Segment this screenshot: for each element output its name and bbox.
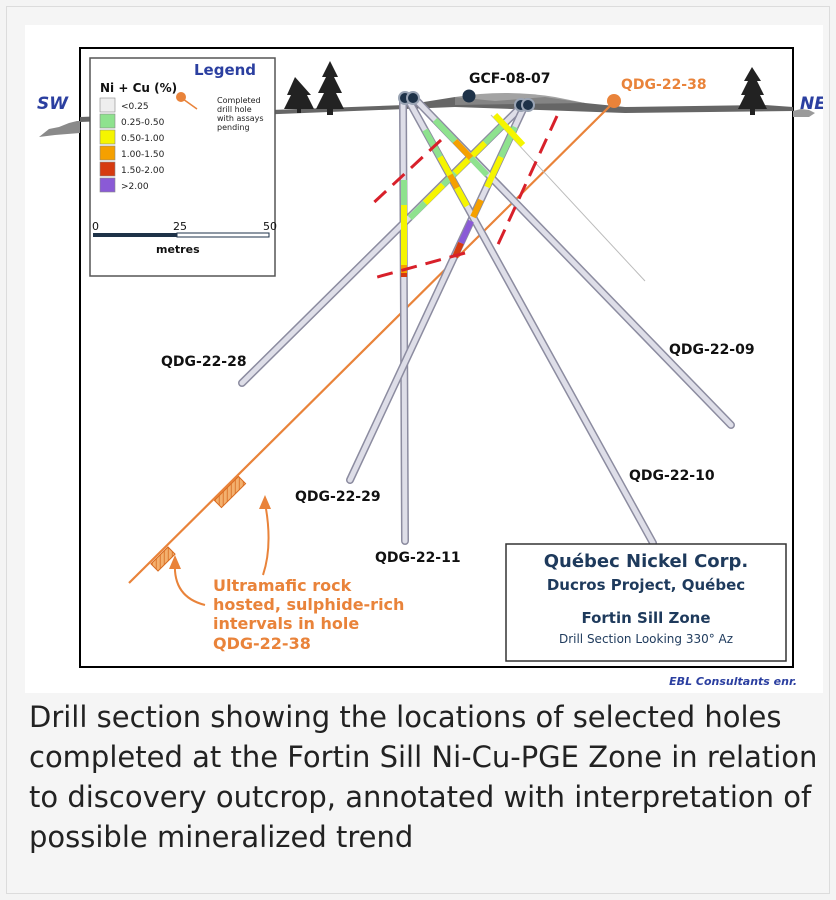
sulphide-interval-upper: [213, 475, 247, 509]
drill-section-figure: SW NE: [25, 25, 826, 693]
legend-swatch: [99, 177, 116, 193]
legend-swatch: [99, 145, 116, 161]
svg-text:Completed: Completed: [217, 96, 261, 105]
drill-section-svg: SW NE: [37, 47, 826, 688]
credit-text: EBL Consultants enr.: [669, 675, 797, 688]
drill-hole-qdg-22-11: [399, 97, 409, 545]
label-gcf-08-07: GCF-08-07: [469, 71, 550, 87]
tree-icon: [284, 77, 314, 113]
label-qdg-22-29: QDG-22-29: [295, 489, 381, 505]
legend-swatch: [99, 161, 116, 177]
svg-text:50: 50: [263, 220, 277, 233]
svg-text:drill hole: drill hole: [217, 105, 252, 114]
label-qdg-22-11: QDG-22-11: [375, 550, 461, 566]
svg-text:25: 25: [173, 220, 187, 233]
scale-bar: 0 25 50 metres: [92, 220, 277, 256]
direction-sw: SW: [37, 94, 69, 114]
collar-marker: [521, 98, 535, 112]
legend-pending-line: [182, 98, 198, 110]
sulphide-interval-lower: [150, 546, 176, 572]
annotation-text: Ultramafic rock hosted, sulphide-rich in…: [213, 576, 404, 653]
legend-title: Legend: [194, 61, 256, 79]
terrain-left-fragment: [39, 121, 80, 137]
svg-text:with assays: with assays: [217, 114, 264, 123]
tree-icon: [316, 61, 344, 115]
legend-grade-header: Ni + Cu (%): [100, 81, 177, 95]
mineralized-trend-lines: [367, 115, 559, 281]
svg-text:pending: pending: [217, 123, 250, 132]
collar-marker-pending: [607, 94, 621, 108]
title-zone: Fortin Sill Zone: [581, 609, 710, 627]
title-box: Québec Nickel Corp. Ducros Project, Québ…: [505, 543, 787, 662]
assay-intervals: [401, 112, 526, 277]
terrain-right-fragment: [793, 109, 815, 117]
legend-grade-label: 0.25-0.50: [121, 118, 165, 128]
label-qdg-22-38: QDG-22-38: [621, 77, 707, 93]
figure-card: SW NE: [6, 6, 830, 894]
legend-grade-label: <0.25: [121, 102, 149, 112]
collar-marker-gcf-08-07: [462, 89, 476, 103]
svg-text:metres: metres: [156, 243, 200, 256]
legend-swatch: [99, 97, 116, 113]
svg-text:hosted, sulphide-rich: hosted, sulphide-rich: [213, 595, 404, 614]
legend-grade-label: >2.00: [121, 182, 149, 192]
legend-grade-label: 0.50-1.00: [121, 134, 165, 144]
svg-text:Ultramafic rock: Ultramafic rock: [213, 576, 352, 595]
legend-grade-list: <0.25 0.25-0.50 0.50-1.00 1.00-1.50 1.50-2.0…: [99, 97, 165, 193]
label-qdg-22-28: QDG-22-28: [161, 354, 247, 370]
title-project: Ducros Project, Québec: [547, 576, 745, 594]
svg-text:intervals in hole: intervals in hole: [213, 614, 359, 633]
label-qdg-22-09: QDG-22-09: [669, 342, 755, 358]
arrow-head-icon: [169, 495, 271, 569]
legend-swatch: [99, 129, 116, 145]
legend-pending-text: Completed drill hole with assays pending: [217, 96, 264, 132]
collar-marker: [406, 91, 420, 105]
title-company: Québec Nickel Corp.: [544, 551, 749, 572]
figure-caption: Drill section showing the locations of s…: [29, 700, 818, 854]
ground-surface: [80, 97, 793, 122]
faint-hole-trace: [490, 114, 646, 282]
legend-swatch: [99, 113, 116, 129]
legend: Legend Ni + Cu (%) <0.25 0.25-0.50 0.50-1.…: [89, 57, 277, 277]
svg-text:QDG-22-38: QDG-22-38: [213, 634, 311, 653]
legend-grade-label: 1.50-2.00: [121, 166, 165, 176]
tree-icon: [738, 67, 767, 115]
legend-pending-marker: [176, 92, 186, 102]
svg-text:0: 0: [92, 220, 99, 233]
title-section: Drill Section Looking 330° Az: [559, 632, 733, 646]
drill-hole-qdg-22-38: [128, 100, 616, 584]
direction-ne: NE: [800, 94, 823, 114]
legend-grade-label: 1.00-1.50: [121, 150, 165, 160]
label-qdg-22-10: QDG-22-10: [629, 468, 715, 484]
